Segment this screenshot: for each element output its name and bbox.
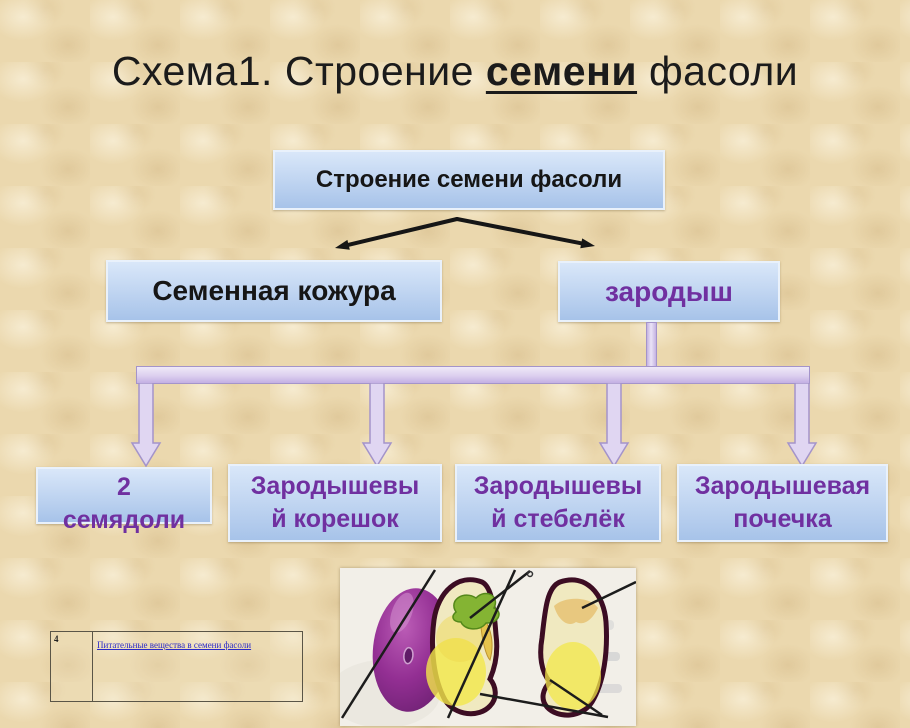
table-link-cell: Питательные вещества в семени фасоли [93,632,302,701]
arrow-line-left [346,217,459,247]
title-suffix: фасоли [637,48,799,94]
node-embryonic-stem-line1: Зародышевы [473,472,643,500]
bean-hilum [403,646,414,665]
node-seed-coat: Семенная кожура [106,260,442,322]
pointer-line [479,692,609,719]
embryo-connector-line [646,322,657,368]
node-embryo-label: зародыш [605,276,733,307]
arrowhead-left-icon [335,239,350,250]
branch-arrows-icon [335,217,595,250]
small-mark [526,570,534,578]
node-seed-coat-label: Семенная кожура [152,275,396,306]
slide-title: Схема1. Строение семени фасоли [0,48,910,95]
nutrients-link[interactable]: Питательные вещества в семени фасоли [97,640,252,650]
cotyledon-yellow-right [545,642,601,710]
node-cotyledons-line1: 2 [117,473,131,501]
node-seed-structure-label: Строение семени фасоли [315,166,623,193]
node-embryonic-bud: Зародышевая почечка [677,464,888,542]
node-embryonic-root: Зародышевы й корешок [228,464,442,542]
reference-table: 4 Питательные вещества в семени фасоли [50,631,303,702]
pointer-line [469,570,531,619]
down-arrow-2-icon [361,383,393,468]
node-embryonic-bud-line1: Зародышевая [694,472,871,500]
node-embryonic-stem-line2: й стебелёк [491,505,625,533]
node-cotyledons-line2: семядоли [62,506,186,534]
pointer-line [549,678,603,717]
node-seed-structure: Строение семени фасоли [273,150,665,210]
node-embryonic-root-line1: Зародышевы [250,472,420,500]
embryo-radicle [480,621,493,661]
arrow-line-right [455,217,584,246]
bean-seed-illustration [328,568,637,728]
down-arrows-icon [130,383,818,468]
node-cotyledons: 2 семядоли [36,467,212,534]
down-arrow-4-icon [786,383,818,468]
pointer-line [581,580,637,610]
pointer-line [446,569,517,719]
node-embryonic-root-line2: й корешок [271,505,399,533]
node-embryonic-bud-line2: почечка [733,505,832,533]
arrowhead-right-icon [580,238,595,249]
bean-highlight [390,592,414,633]
node-embryo: зародыш [558,261,780,322]
embryo-plumule-leaf [452,592,500,630]
down-arrow-3-icon [598,383,630,468]
title-emphasis: семени [485,48,638,94]
title-prefix: Схема1. Строение [111,48,486,94]
bean-seed-drawing-icon [328,569,637,728]
node-embryonic-stem: Зародышевы й стебелёк [455,464,661,542]
down-arrow-1-icon [130,383,162,468]
cotyledon-yellow-left [426,638,486,706]
distribution-bar [136,366,810,384]
table-row-number: 4 [51,632,93,701]
pointer-line [340,569,437,719]
